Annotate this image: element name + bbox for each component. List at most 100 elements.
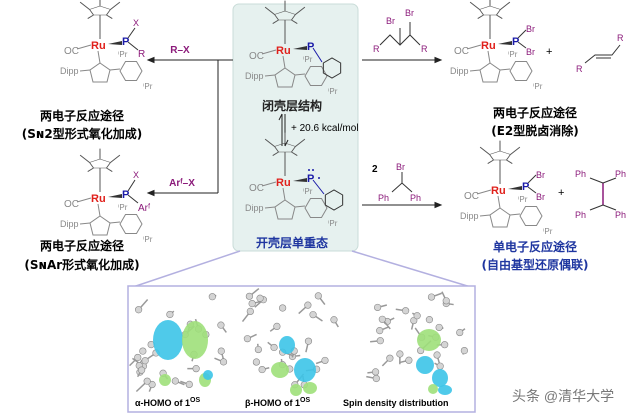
bond <box>527 186 537 194</box>
positive-lobe <box>279 336 295 354</box>
methyl-bond <box>79 1 90 10</box>
methyl-bond <box>87 167 94 173</box>
atom-sphere <box>442 297 450 305</box>
atom-sphere <box>256 294 264 302</box>
phosphorus-atom: P <box>512 36 519 48</box>
ru-p-wedge <box>108 194 122 198</box>
carbene-bond <box>282 55 286 69</box>
atom-sphere <box>243 335 252 343</box>
carbonyl-label: OC <box>249 183 264 194</box>
n-dipp-bond <box>79 69 91 72</box>
atom-sphere <box>435 323 443 332</box>
atom-sphere <box>456 328 464 337</box>
phenyl-label: Ph <box>378 193 389 203</box>
carbene-bond <box>282 187 286 201</box>
negative-lobe <box>303 382 317 394</box>
atom-sphere <box>436 362 444 370</box>
methyl-bond <box>79 154 90 163</box>
left-bottom-subtitle: (SɴAr形式氧化加成) <box>24 257 139 272</box>
atom-sphere <box>396 350 404 358</box>
imidazolylidene-ring <box>274 199 296 220</box>
atom-sphere <box>252 358 261 366</box>
carbene-bond <box>497 195 501 209</box>
aryl-fluoro-group: Arᶠ <box>138 203 151 214</box>
phenyl-label: Ph <box>410 193 421 203</box>
isopropyl-label: ⁱPr <box>303 55 313 64</box>
n-dipp-bond <box>79 222 91 225</box>
atom-sphere <box>314 292 322 300</box>
ru-p-wedge <box>108 41 122 45</box>
r-group: R <box>138 49 145 60</box>
r-group: R <box>617 33 624 43</box>
atom-sphere <box>258 365 266 374</box>
p-c-bond <box>312 47 323 63</box>
phosphorus-atom: P <box>122 36 129 48</box>
methyl-bond <box>87 14 94 20</box>
atom-sphere <box>279 304 287 312</box>
right-top-subtitle: (E2型脱卤消除) <box>491 123 579 138</box>
bromine-atom: Br <box>396 162 405 172</box>
bond <box>589 204 604 211</box>
n-aryl-bond <box>109 221 121 224</box>
cp-star-ring <box>488 150 512 161</box>
atom-sphere <box>441 341 449 349</box>
aryl-ring <box>509 60 533 82</box>
atom-sphere <box>185 380 193 388</box>
atom-sphere <box>425 316 434 324</box>
isopropyl-label: ⁱPr <box>508 50 518 59</box>
methyl-bond <box>477 14 484 20</box>
stoich-coefficient: 2 <box>372 164 378 175</box>
atom-sphere <box>171 377 179 385</box>
carbonyl-label: OC <box>464 191 479 202</box>
imidazolylidene-ring <box>274 67 296 88</box>
dipp-label: Dipp <box>245 203 264 213</box>
negative-lobe <box>417 329 441 351</box>
bond <box>589 177 604 184</box>
negative-lobe <box>159 374 171 386</box>
atom-sphere <box>376 337 384 345</box>
open-shell-label: 开壳层单重态 <box>256 235 328 250</box>
n-aryl-bond <box>509 213 521 216</box>
n-aryl-bond <box>109 68 121 71</box>
atom-sphere <box>433 351 441 359</box>
r-group: R <box>373 44 380 54</box>
ruthenium-atom: Ru <box>91 40 106 52</box>
phosphorus-atom: P <box>307 173 314 185</box>
n-dipp-bond <box>264 206 276 209</box>
right-bottom-subtitle: (自由基型还原偶联) <box>482 257 589 272</box>
carbonyl-label: OC <box>454 46 469 57</box>
closed-shell-label: 闭壳层结构 <box>262 98 322 113</box>
methyl-bond <box>469 1 480 10</box>
positive-lobe <box>416 356 434 374</box>
carbonyl-label: OC <box>64 46 79 57</box>
atom-sphere <box>138 366 146 374</box>
aryl-ring <box>119 60 143 82</box>
caption-alpha-homo: α-HOMO of 1OS <box>135 397 200 408</box>
bromine-atom: Br <box>526 24 535 34</box>
bond <box>517 29 527 39</box>
atom-sphere <box>217 321 225 329</box>
cp-star-ring <box>88 5 112 16</box>
atom-sphere <box>166 310 174 319</box>
ru-p-wedge <box>508 186 522 190</box>
p-c-bond <box>312 179 325 195</box>
ruthenium-atom: Ru <box>276 177 291 189</box>
lone-pair-dot <box>308 169 310 171</box>
atom-sphere <box>321 356 329 365</box>
ru-p-wedge <box>498 41 512 45</box>
isopropyl-label: ⁱPr <box>543 227 553 236</box>
isopropyl-label: ⁱPr <box>118 203 128 212</box>
negative-lobe <box>182 321 208 359</box>
n-aryl-bond <box>499 68 511 71</box>
alpha-homo-orbital <box>129 293 228 393</box>
r-group: R <box>421 44 428 54</box>
energy-label: + 20.6 kcal/mol <box>291 123 359 134</box>
atom-sphere <box>192 365 200 373</box>
atom-sphere <box>378 315 386 323</box>
